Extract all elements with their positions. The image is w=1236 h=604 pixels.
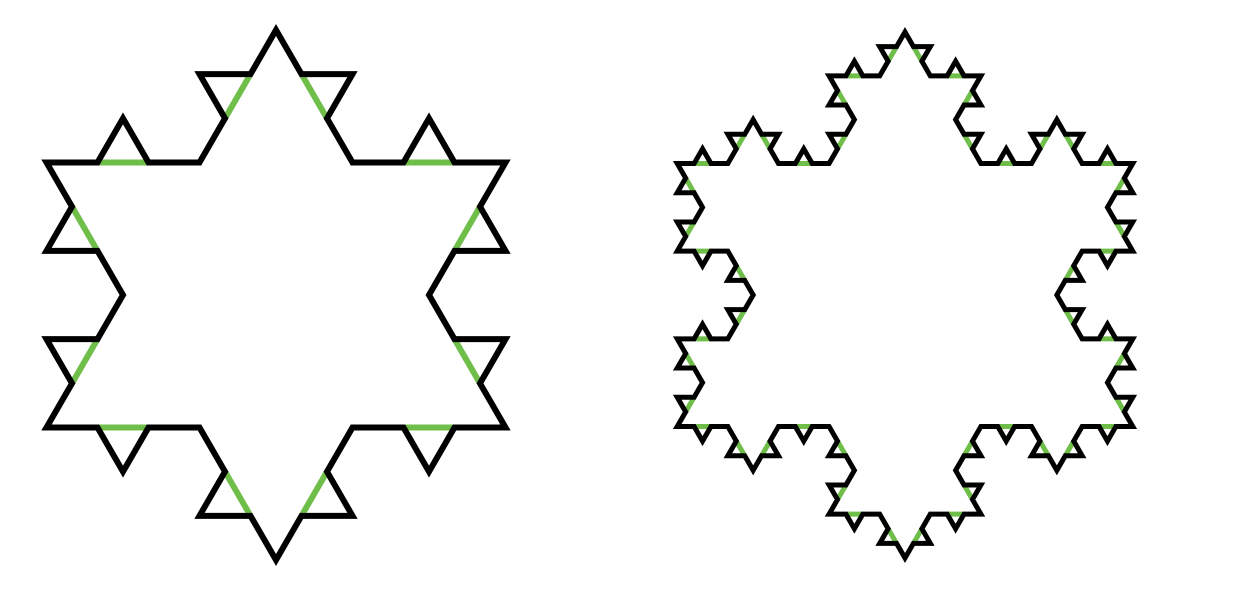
highlight-segment (298, 470, 330, 518)
highlight-segment (222, 72, 254, 120)
highlight-segment (451, 337, 483, 385)
highlight-segment (69, 337, 101, 385)
koch-snowflake-iteration-2 (41, 23, 511, 567)
highlight-segment (222, 470, 254, 518)
snowflake-outline (672, 27, 1138, 563)
highlight-segment (69, 205, 101, 253)
snowflake-outline (41, 23, 511, 567)
koch-snowflake-iteration-3 (672, 27, 1138, 563)
highlight-segment (451, 205, 483, 253)
highlight-segments (69, 72, 483, 518)
highlight-segment (298, 72, 330, 120)
